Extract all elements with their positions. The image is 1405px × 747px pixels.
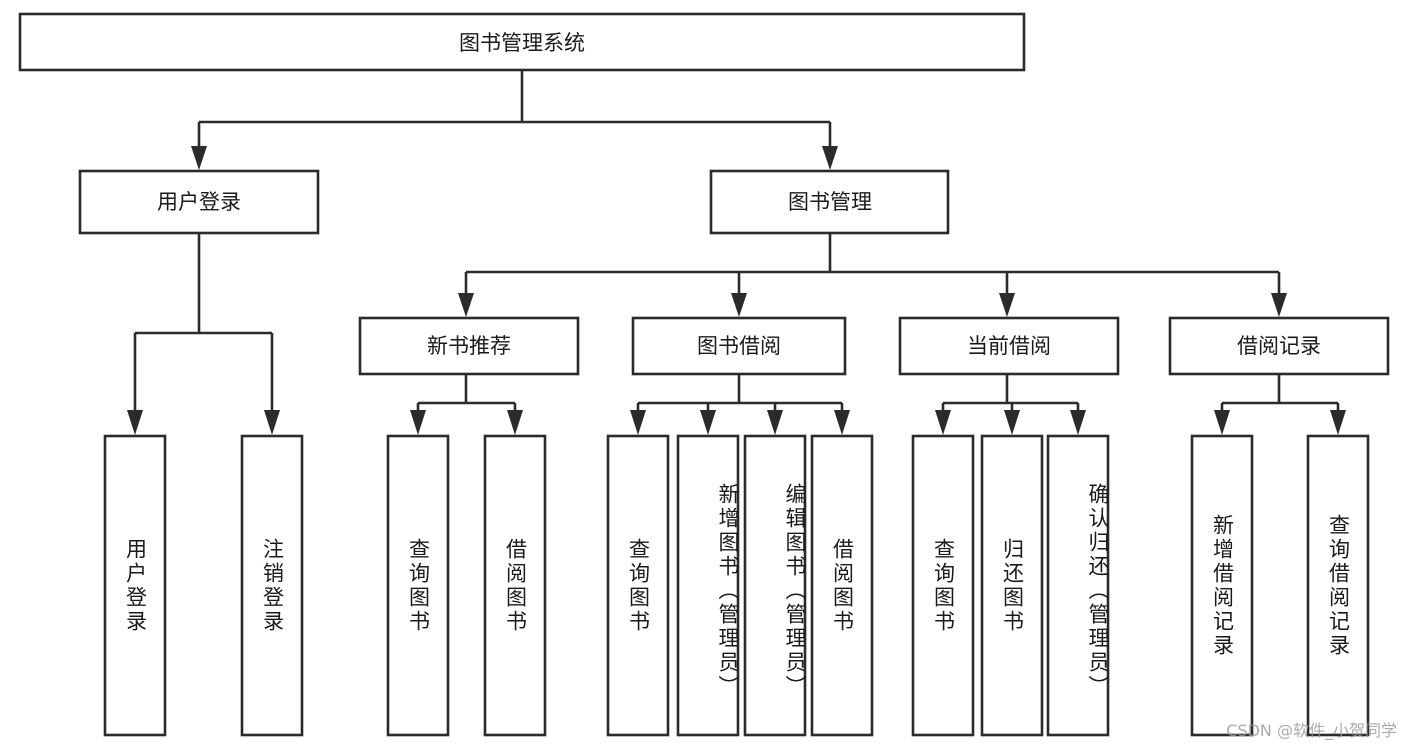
node-root[interactable]: 图书管理系统 bbox=[18, 12, 1026, 72]
arrow-head-leaf-query-book-1 bbox=[410, 410, 426, 435]
arrow-head-book-manage bbox=[822, 146, 838, 170]
node-leaf-add-book-box[interactable] bbox=[676, 434, 740, 737]
connector-group-new-book-recommend-children bbox=[410, 374, 523, 435]
arrow-head-leaf-add-book bbox=[700, 410, 716, 435]
node-leaf-edit-book-box[interactable] bbox=[743, 434, 807, 737]
node-current-borrow[interactable]: 当前借阅 bbox=[898, 316, 1120, 376]
node-new-book-recommend-label: 新书推荐 bbox=[427, 334, 511, 358]
arrow-head-leaf-logout-login bbox=[264, 410, 280, 435]
arrow-head-leaf-add-record bbox=[1214, 410, 1230, 435]
csdn-watermark: CSDN @软件_小贺同学 bbox=[1226, 721, 1397, 740]
node-leaf-borrow-book-1-box[interactable] bbox=[483, 434, 547, 737]
node-root-box[interactable] bbox=[18, 12, 1026, 72]
node-leaf-add-record-box[interactable] bbox=[1190, 434, 1254, 737]
node-leaf-query-record-box[interactable] bbox=[1306, 434, 1370, 737]
arrow-head-leaf-query-book-2 bbox=[630, 410, 646, 435]
connector-group-book-borrow-children bbox=[630, 374, 850, 435]
node-leaf-user-login-box[interactable] bbox=[103, 434, 167, 737]
arrow-head-leaf-borrow-book-2 bbox=[834, 410, 850, 435]
arrow-head-leaf-return-book bbox=[1004, 410, 1020, 435]
node-current-borrow-box[interactable] bbox=[898, 316, 1120, 376]
node-user-login-label: 用户登录 bbox=[157, 190, 241, 214]
node-current-borrow-label: 当前借阅 bbox=[967, 334, 1051, 358]
node-new-book-recommend-box[interactable] bbox=[358, 316, 580, 376]
connector-group-user-login-children bbox=[127, 233, 280, 435]
node-book-borrow[interactable]: 图书借阅 bbox=[631, 316, 847, 376]
node-leaf-query-book-1-box[interactable] bbox=[386, 434, 450, 737]
node-new-book-recommend[interactable]: 新书推荐 bbox=[358, 316, 580, 376]
node-user-login[interactable]: 用户登录 bbox=[78, 169, 320, 235]
node-leaf-return-book-box[interactable] bbox=[980, 434, 1044, 737]
node-leaf-query-book-2-box[interactable] bbox=[606, 434, 670, 737]
node-leaf-query-book-3-box[interactable] bbox=[911, 434, 975, 737]
arrow-head-leaf-user-login bbox=[127, 410, 143, 435]
arrow-head-book-borrow bbox=[731, 293, 747, 317]
node-borrow-record[interactable]: 借阅记录 bbox=[1168, 316, 1390, 376]
node-book-borrow-label: 图书借阅 bbox=[697, 334, 781, 358]
arrow-head-current-borrow bbox=[999, 293, 1015, 317]
node-leaf-borrow-book-2-box[interactable] bbox=[810, 434, 874, 737]
node-book-manage-box[interactable] bbox=[709, 169, 950, 235]
arrow-head-leaf-query-book-3 bbox=[935, 410, 951, 435]
node-book-manage[interactable]: 图书管理 bbox=[709, 169, 950, 235]
node-book-manage-label: 图书管理 bbox=[788, 190, 872, 214]
connector-group-root-to-level2 bbox=[191, 70, 838, 170]
arrow-head-leaf-borrow-book-1 bbox=[507, 410, 523, 435]
node-leaf-logout-login-box[interactable] bbox=[240, 434, 304, 737]
connector-group-book-manage-children bbox=[458, 233, 1287, 317]
connector-group-current-borrow-children bbox=[935, 374, 1086, 435]
node-user-login-box[interactable] bbox=[78, 169, 320, 235]
connector-group-borrow-record-children bbox=[1214, 374, 1346, 435]
node-leaf-confirm-return-box[interactable] bbox=[1046, 434, 1110, 737]
arrow-head-leaf-query-record bbox=[1330, 410, 1346, 435]
node-borrow-record-box[interactable] bbox=[1168, 316, 1390, 376]
arrow-head-borrow-record bbox=[1271, 293, 1287, 317]
arrow-head-new-book-recommend bbox=[458, 293, 474, 317]
arrow-head-leaf-edit-book bbox=[767, 410, 783, 435]
arrow-head-user-login bbox=[191, 146, 207, 170]
node-borrow-record-label: 借阅记录 bbox=[1237, 334, 1321, 358]
arrow-head-leaf-confirm-return bbox=[1070, 410, 1086, 435]
node-root-label: 图书管理系统 bbox=[459, 31, 585, 55]
node-book-borrow-box[interactable] bbox=[631, 316, 847, 376]
